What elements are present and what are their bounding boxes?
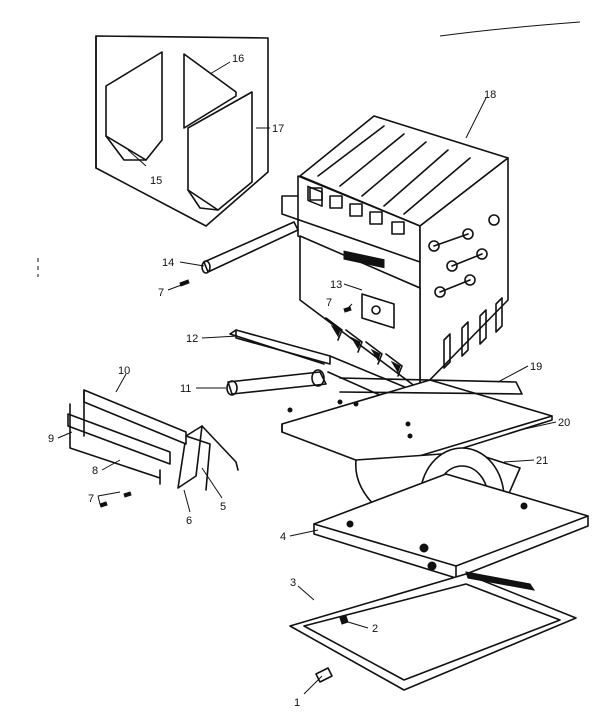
callout-16: 16 <box>232 53 244 65</box>
callout-1: 1 <box>294 697 300 709</box>
callout-19: 19 <box>530 361 542 373</box>
callout-8: 8 <box>92 465 98 477</box>
callout-7-pilot: 7 <box>158 287 164 299</box>
front-frame-assembly <box>67 389 187 485</box>
callout-2: 2 <box>372 623 378 635</box>
callout-7-valve: 7 <box>326 297 332 309</box>
burner-tube <box>226 369 327 396</box>
callout-5: 5 <box>220 501 226 513</box>
callout-9: 9 <box>48 433 54 445</box>
callout-21: 21 <box>536 455 548 467</box>
callout-3: 3 <box>290 577 296 589</box>
callout-4: 4 <box>280 531 286 543</box>
callout-12: 12 <box>186 333 198 345</box>
callout-13: 13 <box>330 279 342 291</box>
callout-labels: 1 2 3 4 5 6 7 7 7 8 9 10 11 12 13 14 15 … <box>48 53 570 709</box>
callout-7-left: 7 <box>88 493 94 505</box>
callout-17: 17 <box>272 123 284 135</box>
baffle-inset-box <box>95 35 269 227</box>
bracket-5-6 <box>177 425 239 491</box>
base-panel <box>313 473 589 579</box>
leader-lines <box>57 61 557 695</box>
callout-10: 10 <box>118 365 130 377</box>
screws-7 <box>99 279 352 508</box>
scan-mark-top-right <box>439 21 581 37</box>
callout-15: 15 <box>150 175 162 187</box>
callout-18: 18 <box>484 89 496 101</box>
callout-20: 20 <box>558 417 570 429</box>
callout-6: 6 <box>186 515 192 527</box>
bottom-frame <box>289 571 577 691</box>
heat-exchanger-assembly <box>281 115 509 391</box>
callout-11: 11 <box>180 383 191 395</box>
callout-14: 14 <box>162 257 174 269</box>
pilot-assembly <box>201 221 299 274</box>
